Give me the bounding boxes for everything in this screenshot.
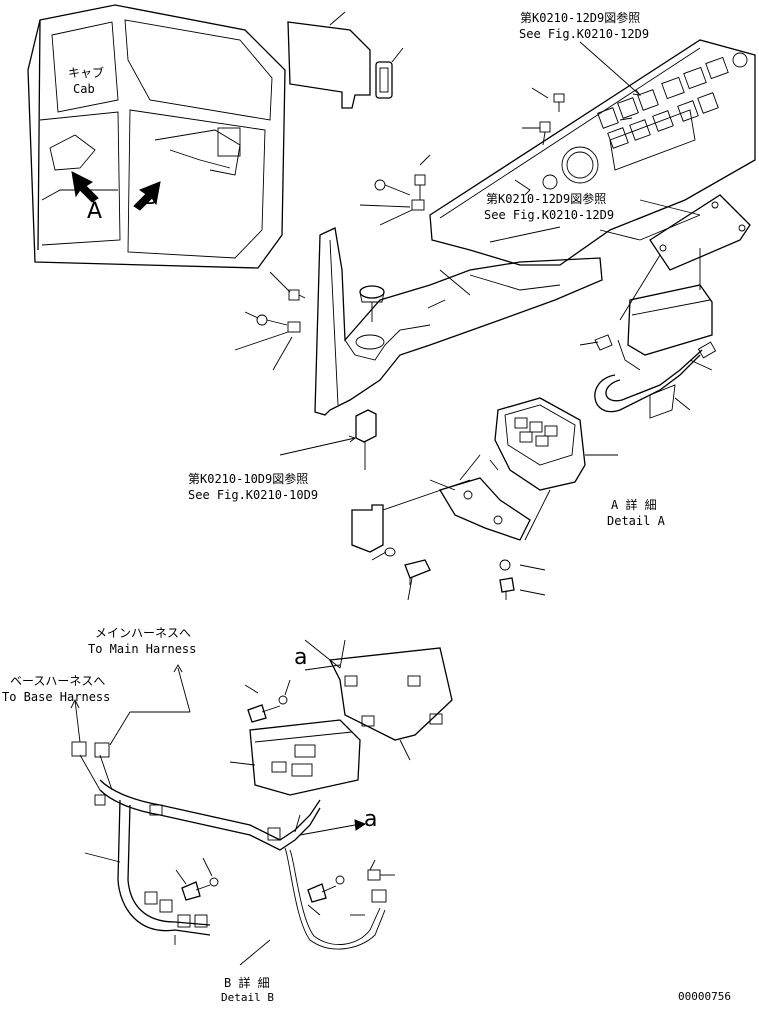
detail-b-bracket bbox=[304, 639, 453, 761]
mount-bracket-a bbox=[429, 454, 546, 600]
view-label-a: A bbox=[87, 199, 103, 224]
bracket-lower bbox=[351, 479, 471, 601]
ref-low-jp: 第K0210-10D9図参照 bbox=[188, 472, 309, 486]
marker-a-lower: a bbox=[364, 807, 378, 832]
base-harness-en: To Base Harness bbox=[2, 690, 111, 704]
main-harness-en: To Main Harness bbox=[88, 642, 197, 656]
clips bbox=[234, 154, 431, 371]
controller-right bbox=[579, 284, 717, 419]
cover-panel bbox=[287, 11, 371, 109]
detail-b-en: Detail B bbox=[221, 991, 274, 1004]
leader-lines bbox=[279, 41, 701, 456]
bracket-right bbox=[619, 194, 751, 321]
detail-b-jp: B 詳 細 bbox=[224, 976, 270, 990]
ref-top-jp: 第K0210-12D9図参照 bbox=[520, 11, 641, 25]
detail-b-bolts bbox=[175, 679, 365, 916]
base-harness-jp: ベースハーネスへ bbox=[10, 674, 106, 688]
main-harness-jp: メインハーネスへ bbox=[95, 626, 192, 640]
cab-illustration bbox=[27, 4, 286, 269]
detail-a-jp: A 詳 細 bbox=[611, 498, 657, 512]
detail-b-harness bbox=[70, 664, 395, 966]
console-upper-panel bbox=[429, 39, 756, 266]
ref-top-en: See Fig.K0210-12D9 bbox=[519, 27, 650, 41]
side-console-body bbox=[314, 227, 603, 416]
detail-b-controller bbox=[229, 719, 361, 796]
monitor-unit bbox=[494, 397, 618, 541]
ref-mid-en: See Fig.K0210-12D9 bbox=[484, 208, 615, 222]
ref-mid-jp: 第K0210-12D9図参照 bbox=[486, 192, 607, 206]
connector-block bbox=[355, 409, 377, 470]
small-switch bbox=[375, 47, 404, 99]
view-label-b: B bbox=[143, 185, 159, 210]
cab-label-en: Cab bbox=[73, 82, 95, 96]
cab-label-jp: キャブ bbox=[68, 66, 105, 80]
panel-screws bbox=[522, 87, 565, 146]
drawing-number: 00000756 bbox=[678, 990, 731, 1003]
detail-a-en: Detail A bbox=[607, 514, 665, 528]
marker-a-upper: a bbox=[294, 645, 308, 670]
ref-low-en: See Fig.K0210-10D9 bbox=[188, 488, 319, 502]
rubber-cap bbox=[359, 285, 385, 322]
